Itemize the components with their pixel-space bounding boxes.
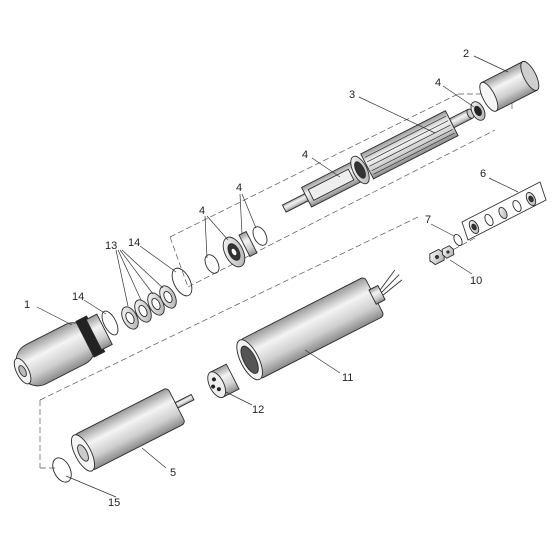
part-stator-housing [236, 269, 403, 381]
part-o-ring-upper [171, 267, 193, 297]
part-seal-kit [468, 192, 537, 234]
callout-4-right: 4 [236, 182, 242, 194]
callout-2: 2 [463, 48, 469, 60]
part-o-ring-base [52, 457, 72, 483]
callout-10: 10 [470, 275, 482, 287]
callout-11: 11 [342, 372, 353, 384]
part-washer-set [121, 285, 177, 330]
part-motor [71, 388, 195, 472]
part-retaining-ring [453, 233, 463, 247]
assembly-frame-kit [461, 181, 547, 241]
part-end-cap [13, 313, 113, 387]
part-sleeve [479, 60, 540, 112]
callout-12: 12 [252, 404, 264, 416]
callout-4-shaft: 4 [302, 149, 308, 161]
part-rotor-shaft [281, 108, 475, 213]
part-nuts [429, 245, 455, 266]
part-bearing-lower [204, 226, 268, 274]
part-coupling [207, 363, 240, 399]
callout-5: 5 [170, 467, 176, 479]
part-bearing-top [470, 101, 486, 121]
callout-4-top: 4 [435, 77, 441, 89]
callout-7: 7 [425, 214, 431, 226]
callout-14-upper: 14 [128, 237, 140, 249]
callout-1: 1 [24, 299, 30, 311]
leader-lines [36, 55, 519, 498]
callout-15: 15 [108, 497, 120, 509]
callout-labels: 1 2 3 4 4 4 4 5 6 7 10 11 12 13 14 14 15 [24, 48, 486, 509]
callout-6: 6 [480, 168, 486, 180]
callout-14-lower: 14 [72, 291, 84, 303]
callout-4-left: 4 [199, 205, 205, 217]
part-o-ring-lower [101, 310, 119, 336]
callout-13: 13 [105, 240, 117, 252]
callout-3: 3 [349, 89, 355, 101]
